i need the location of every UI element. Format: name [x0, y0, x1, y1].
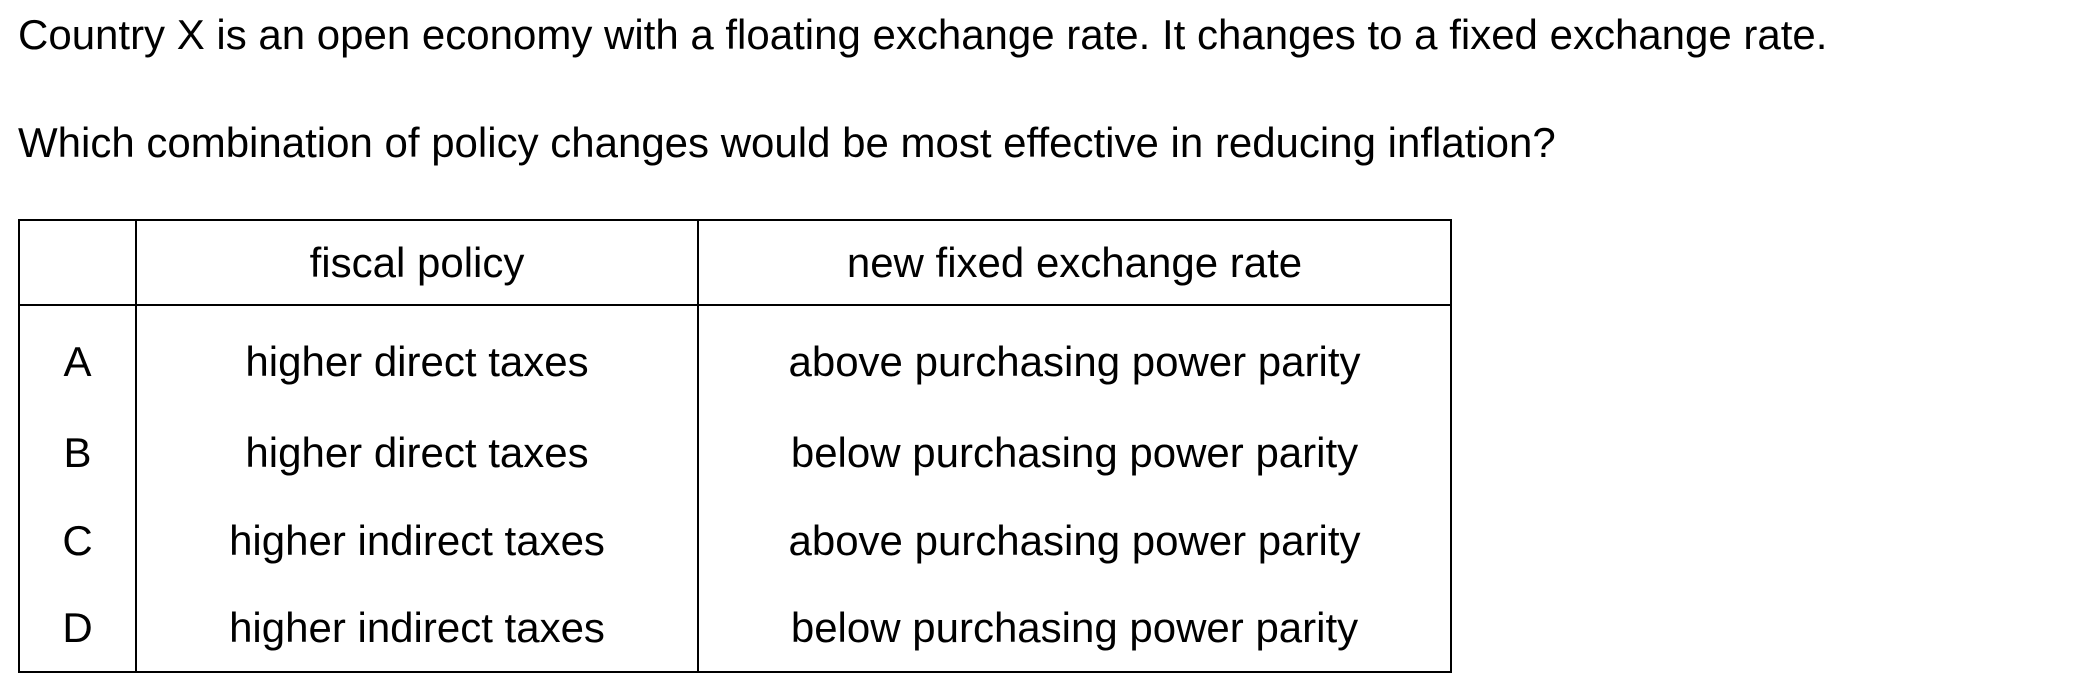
- header-exchange-rate: new fixed exchange rate: [697, 219, 1452, 306]
- header-letter: [18, 219, 137, 306]
- table-header-row: fiscal policy new fixed exchange rate: [18, 219, 1452, 306]
- table-row-c: C higher indirect taxes above purchasing…: [18, 497, 1452, 585]
- fiscal-policy-cell: higher direct taxes: [135, 409, 699, 497]
- option-letter: D: [18, 585, 137, 673]
- fiscal-policy-cell: higher direct taxes: [135, 305, 699, 409]
- option-letter: C: [18, 497, 137, 585]
- option-letter: B: [18, 409, 137, 497]
- table-row-d: D higher indirect taxes below purchasing…: [18, 585, 1452, 673]
- option-letter: A: [18, 305, 137, 409]
- exchange-rate-cell: above purchasing power parity: [697, 497, 1452, 585]
- table-row-a: A higher direct taxes above purchasing p…: [18, 305, 1452, 409]
- question-intro: Country X is an open economy with a floa…: [18, 11, 1828, 58]
- fiscal-policy-cell: higher indirect taxes: [135, 585, 699, 673]
- exchange-rate-cell: above purchasing power parity: [697, 305, 1452, 409]
- exchange-rate-cell: below purchasing power parity: [697, 585, 1452, 673]
- options-table: fiscal policy new fixed exchange rate A …: [18, 219, 1452, 673]
- exchange-rate-cell: below purchasing power parity: [697, 409, 1452, 497]
- header-fiscal-policy: fiscal policy: [135, 219, 699, 306]
- table-row-b: B higher direct taxes below purchasing p…: [18, 409, 1452, 497]
- question-prompt: Which combination of policy changes woul…: [18, 119, 1556, 166]
- fiscal-policy-cell: higher indirect taxes: [135, 497, 699, 585]
